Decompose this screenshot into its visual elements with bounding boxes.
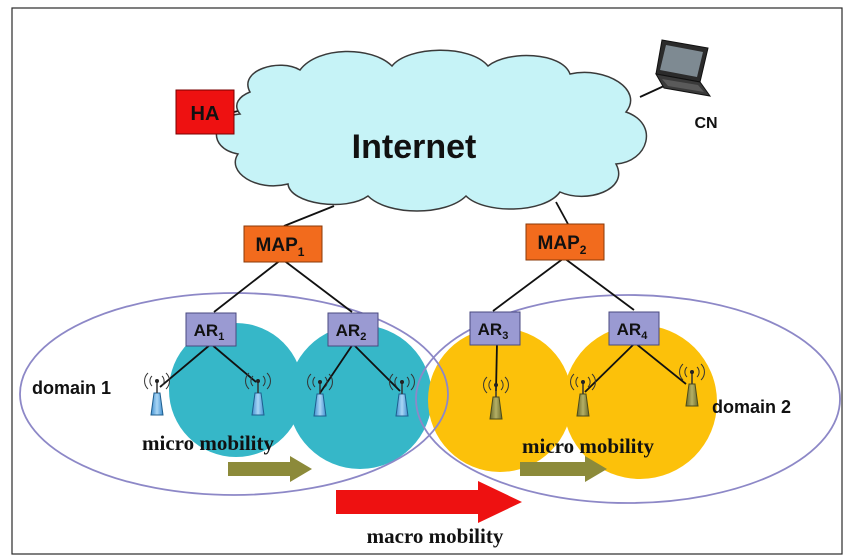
ha-box [175, 89, 235, 135]
cell-ar2 [288, 325, 432, 469]
macro-mobility-arrow [336, 481, 522, 523]
domain2-label: domain 2 [712, 397, 791, 417]
domain1-ellipse [19, 292, 449, 496]
domain2-ellipse [415, 294, 841, 504]
micro-mobility-arrow-right [520, 456, 607, 482]
micro-mobility-label-right: micro mobility [522, 434, 655, 458]
map2-label: MAP2 [538, 233, 587, 257]
map2-box [525, 223, 605, 261]
internet-cloud [215, 49, 648, 212]
cn-label: CN [694, 115, 717, 132]
ar1-box [185, 312, 237, 347]
ar3-label: AR3 [478, 320, 509, 342]
map1-box [243, 225, 323, 263]
ar3-box [469, 311, 521, 346]
cell-ar1 [169, 323, 303, 457]
ar2-label: AR2 [336, 321, 367, 343]
internet-label: Internet [352, 128, 477, 166]
macro-mobility-label: macro mobility [367, 524, 504, 548]
ar1-label: AR1 [194, 321, 225, 343]
micro-mobility-label-left: micro mobility [142, 431, 275, 455]
laptop-icon [655, 39, 712, 97]
ar4-box [608, 311, 660, 346]
map1-label: MAP1 [256, 235, 305, 259]
ar4-label: AR4 [617, 320, 649, 342]
cell-ar3 [428, 328, 572, 472]
ha-label: HA [191, 103, 220, 125]
micro-mobility-arrow-left [228, 456, 312, 482]
ar2-box [327, 312, 379, 347]
cell-ar4 [563, 325, 717, 479]
domain1-label: domain 1 [32, 378, 111, 398]
